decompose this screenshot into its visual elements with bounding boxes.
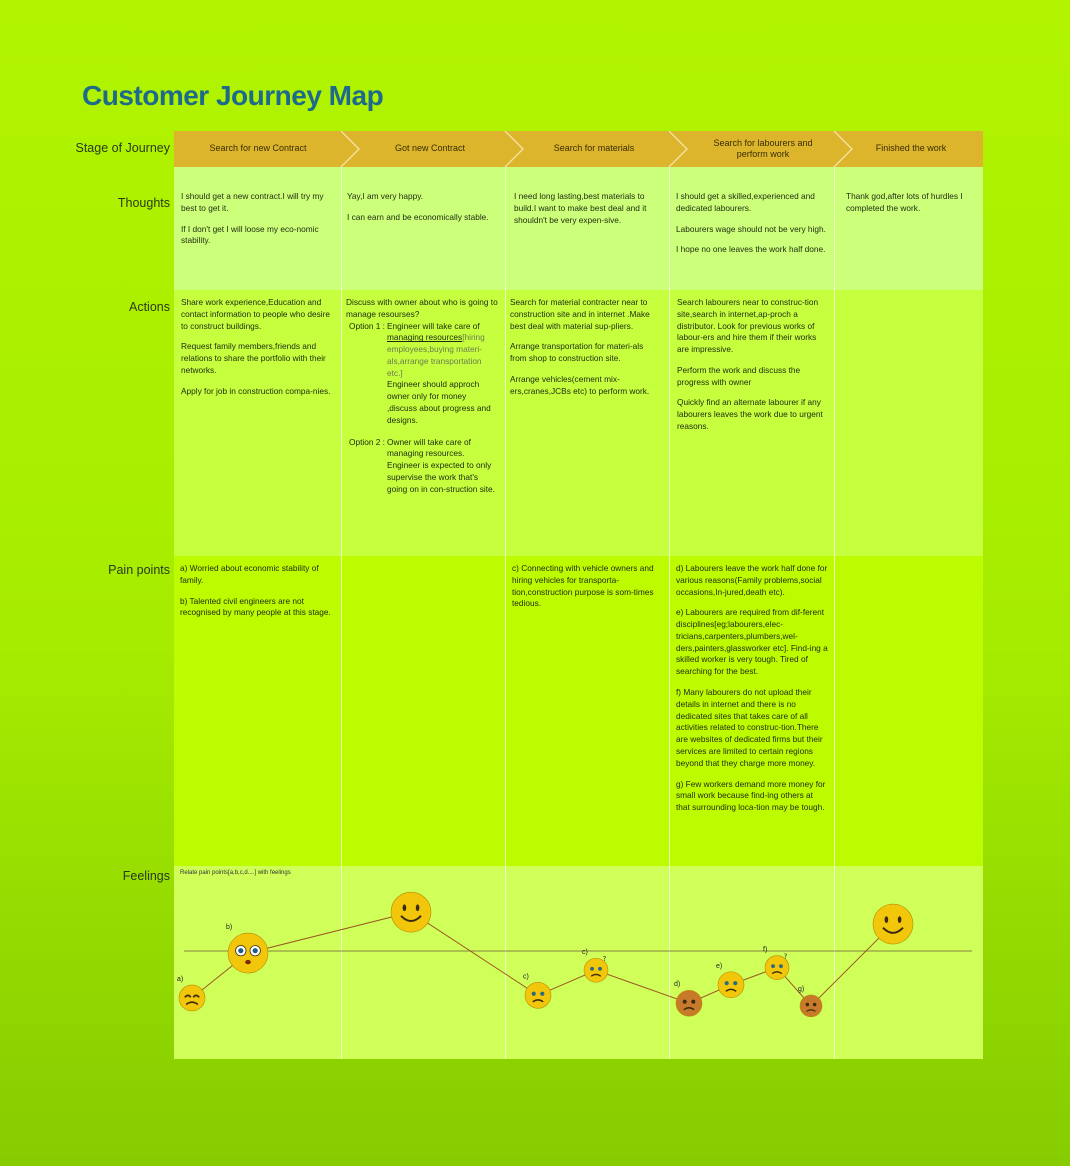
action-text: Arrange vehicles(cement mix-ers,cranes,J… <box>510 373 650 396</box>
svg-text:?: ? <box>603 955 607 963</box>
thought-text: If I don't get I will loose my eco-nomic… <box>181 223 319 246</box>
feelings-curve-line <box>191 911 894 1007</box>
option-2-text: Owner will take care of managing resourc… <box>387 436 495 494</box>
actions-cell-3: Search for material contracter near to c… <box>510 297 660 406</box>
feelings-note: Relate pain points[a,b,c,d....] with fee… <box>180 870 291 876</box>
row-label-pain-points: Pain points <box>108 563 170 577</box>
option-2-key: Option 2 : <box>349 436 385 447</box>
feelings-band <box>174 866 983 1059</box>
managing-resources-link: managing resources <box>387 332 463 343</box>
option-1-key: Option 1 : <box>349 320 385 331</box>
row-label-feelings: Feelings <box>122 869 170 883</box>
chevron-icon <box>504 131 524 167</box>
feeling-label: g) <box>798 986 804 993</box>
page-title: Customer Journey Map <box>82 80 384 111</box>
chevron-icon <box>833 131 853 167</box>
feeling-label: e) <box>716 963 722 970</box>
thoughts-cell-3: I need long lasting,best materials to bu… <box>514 191 660 235</box>
feeling-label: f) <box>763 947 767 954</box>
thoughts-cell-4: I should get a skilled,experienced and d… <box>676 191 826 265</box>
pain-cell-3: c) Connecting with vehicle owners and hi… <box>512 563 658 619</box>
pain-cell-4: d) Labourers leave the work half done fo… <box>676 563 828 823</box>
actions-cell-4: Search labourers near to construc-tion s… <box>677 297 825 442</box>
stage-search-new-contract: Search for new Contract <box>209 143 307 154</box>
happy-face-icon <box>390 891 432 933</box>
feeling-label: b) <box>226 924 232 931</box>
stage-bar: Search for new Contract Got new Contract… <box>174 131 983 167</box>
option-2: Option 2 : Owner will take care of manag… <box>346 437 498 496</box>
column-divider <box>669 166 670 1059</box>
pain-point-text: d) Labourers leave the work half done fo… <box>676 563 828 597</box>
action-text: Discuss with owner about who is going to… <box>346 297 498 319</box>
actions-band <box>174 290 983 556</box>
angry-face-icon <box>675 989 703 1017</box>
feeling-label: d) <box>674 981 680 988</box>
stage-chevrons <box>340 131 853 167</box>
thought-text: I can earn and be economically stable. <box>347 211 489 222</box>
row-label-thoughts: Thoughts <box>117 196 170 210</box>
pain-point-text: b) Talented civil engineers are not reco… <box>180 595 331 618</box>
thoughts-band <box>174 166 983 290</box>
action-text: Arrange transportation for materi-als fr… <box>510 341 644 364</box>
action-text: Search for material contracter near to c… <box>510 297 650 331</box>
pain-point-text: e) Labourers are required from dif-feren… <box>676 607 828 677</box>
thought-text: Labourers wage should not be very high. <box>676 223 826 234</box>
thought-text: I need long lasting,best materials to bu… <box>514 191 647 225</box>
option-1: Option 1 : Engineer will take care of ma… <box>346 321 498 427</box>
actions-cell-2: Discuss with owner about who is going to… <box>346 297 498 496</box>
stage-finished-work: Finished the work <box>875 143 947 154</box>
option-1-text: Engineer should approch owner only for m… <box>387 379 491 425</box>
action-text: Perform the work and discuss the progres… <box>677 364 801 387</box>
action-text: Share work experience,Education and cont… <box>181 297 330 331</box>
thought-text: Thank god,after lots of hurdles I comple… <box>846 191 963 213</box>
thoughts-cell-2: Yay,I am very happy. I can earn and be e… <box>347 191 495 233</box>
pain-point-text: c) Connecting with vehicle owners and hi… <box>512 563 654 609</box>
pain-point-text: g) Few workers demand more money for sma… <box>676 778 826 813</box>
option-1-detail: [hiring employees,buying materi-als,arra… <box>387 332 485 378</box>
option-1-text: Engineer will take care of <box>387 320 480 331</box>
chevron-icon <box>340 131 360 167</box>
thoughts-cell-5: Thank god,after lots of hurdles I comple… <box>846 191 976 224</box>
stage-got-new-contract: Got new Contract <box>394 143 466 154</box>
confused-face-icon: ? <box>583 955 609 983</box>
sad-face-icon <box>717 971 745 999</box>
action-text: Request family members,friends and relat… <box>181 341 326 375</box>
row-label-actions: Actions <box>129 300 170 314</box>
angry-face-icon <box>799 994 823 1018</box>
pain-points-band <box>174 556 983 866</box>
thought-text: Yay,I am very happy. <box>347 191 424 201</box>
confused-face-icon: ? <box>764 953 790 980</box>
happy-face-icon <box>872 903 914 945</box>
svg-text:?: ? <box>784 953 788 961</box>
pain-cell-1: a) Worried about economic stability of f… <box>180 563 334 628</box>
thought-text: I should get a skilled,experienced and d… <box>676 191 815 213</box>
feeling-label: c) <box>523 973 529 980</box>
column-divider <box>505 166 506 1059</box>
row-label-stage: Stage of Journey <box>75 141 170 155</box>
action-text: Search labourers near to construc-tion s… <box>677 297 819 355</box>
feeling-label: a) <box>177 976 183 983</box>
feeling-label: c) <box>582 949 588 956</box>
thought-text: I should get a new contract.I will try m… <box>181 191 324 213</box>
sad-face-icon <box>524 982 552 1009</box>
action-text: Apply for job in construction compa-nies… <box>181 385 331 396</box>
column-divider <box>341 166 342 1059</box>
pain-point-text: f) Many labourers do not upload their de… <box>676 687 823 768</box>
chevron-icon <box>668 131 688 167</box>
worried-face-icon <box>178 984 206 1012</box>
shocked-face-icon <box>227 932 269 974</box>
action-text: Quickly find an alternate labourer if an… <box>677 397 823 432</box>
thought-text: I hope no one leaves the work half done. <box>676 244 826 255</box>
column-divider <box>834 166 835 1059</box>
stage-search-labourers: Search for labourers and perform work <box>713 137 813 159</box>
thoughts-cell-1: I should get a new contract.I will try m… <box>181 191 331 256</box>
stage-search-materials: Search for materials <box>553 143 635 154</box>
pain-point-text: a) Worried about economic stability of f… <box>180 563 319 585</box>
actions-cell-1: Share work experience,Education and cont… <box>181 297 334 406</box>
